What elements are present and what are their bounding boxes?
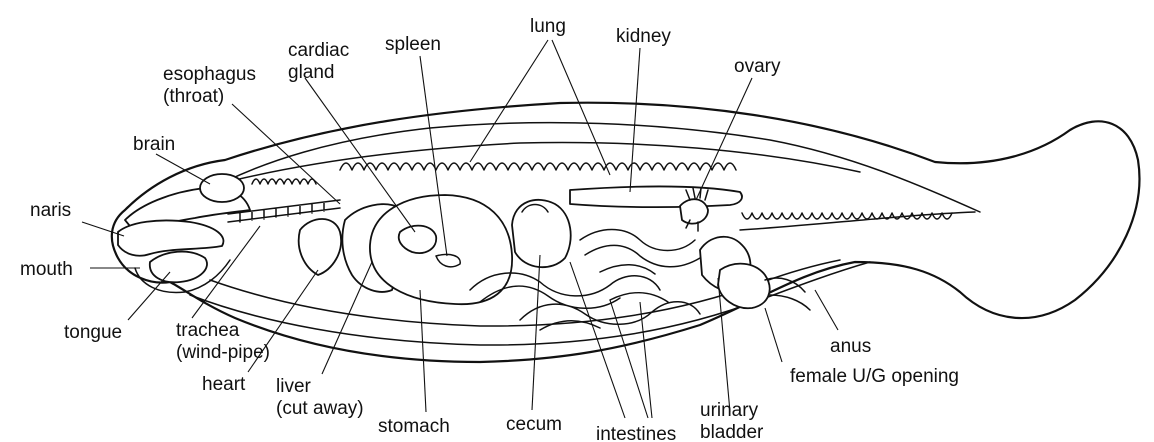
label-spleen: spleen	[385, 34, 441, 55]
leader-female-ug	[765, 308, 782, 362]
label-ovary: ovary	[734, 56, 781, 77]
ug-tract	[765, 278, 810, 310]
label-lung: lung	[530, 16, 566, 37]
leader-stomach	[420, 290, 426, 412]
ovary-shape	[680, 199, 708, 223]
vertebral-band	[235, 142, 860, 180]
leader-ovary	[696, 78, 752, 200]
label-intestines: intestines	[596, 424, 676, 442]
label-cardiac-gland-1: cardiac	[288, 40, 349, 61]
label-anus: anus	[830, 336, 871, 357]
tail-inner-line	[740, 212, 975, 230]
label-naris: naris	[30, 200, 71, 221]
urinary-bladder-shape	[718, 264, 770, 309]
label-tongue: tongue	[64, 322, 122, 343]
label-liver-1: liver	[276, 376, 312, 397]
label-cecum: cecum	[506, 414, 562, 435]
label-stomach: stomach	[378, 416, 450, 437]
label-trachea-1: trachea	[176, 320, 240, 341]
kidney-shape	[570, 186, 742, 207]
snout	[118, 220, 223, 255]
leader-kidney	[630, 48, 640, 192]
spine-serrations	[252, 163, 736, 184]
label-liver-2: (cut away)	[276, 398, 364, 419]
leader-naris	[82, 222, 124, 236]
label-kidney: kidney	[616, 26, 671, 47]
heart-shape	[299, 219, 341, 275]
label-heart: heart	[202, 374, 246, 395]
label-esophagus-2: (throat)	[163, 86, 224, 107]
tongue-shape	[150, 252, 207, 283]
label-urinary-2: bladder	[700, 422, 764, 442]
leader-anus	[815, 290, 838, 330]
label-esophagus-1: esophagus	[163, 64, 256, 85]
label-mouth: mouth	[20, 259, 73, 280]
leader-tongue	[128, 272, 170, 320]
leader-esophagus	[232, 104, 340, 204]
leader-liver	[322, 262, 372, 374]
label-trachea-2: (wind-pipe)	[176, 342, 270, 363]
label-brain: brain	[133, 134, 175, 155]
cecum-shape	[512, 200, 571, 267]
label-female-ug: female U/G opening	[790, 366, 959, 387]
brain-shape	[200, 174, 244, 202]
label-cardiac-gland-2: gland	[288, 62, 335, 83]
label-urinary-1: urinary	[700, 400, 759, 421]
